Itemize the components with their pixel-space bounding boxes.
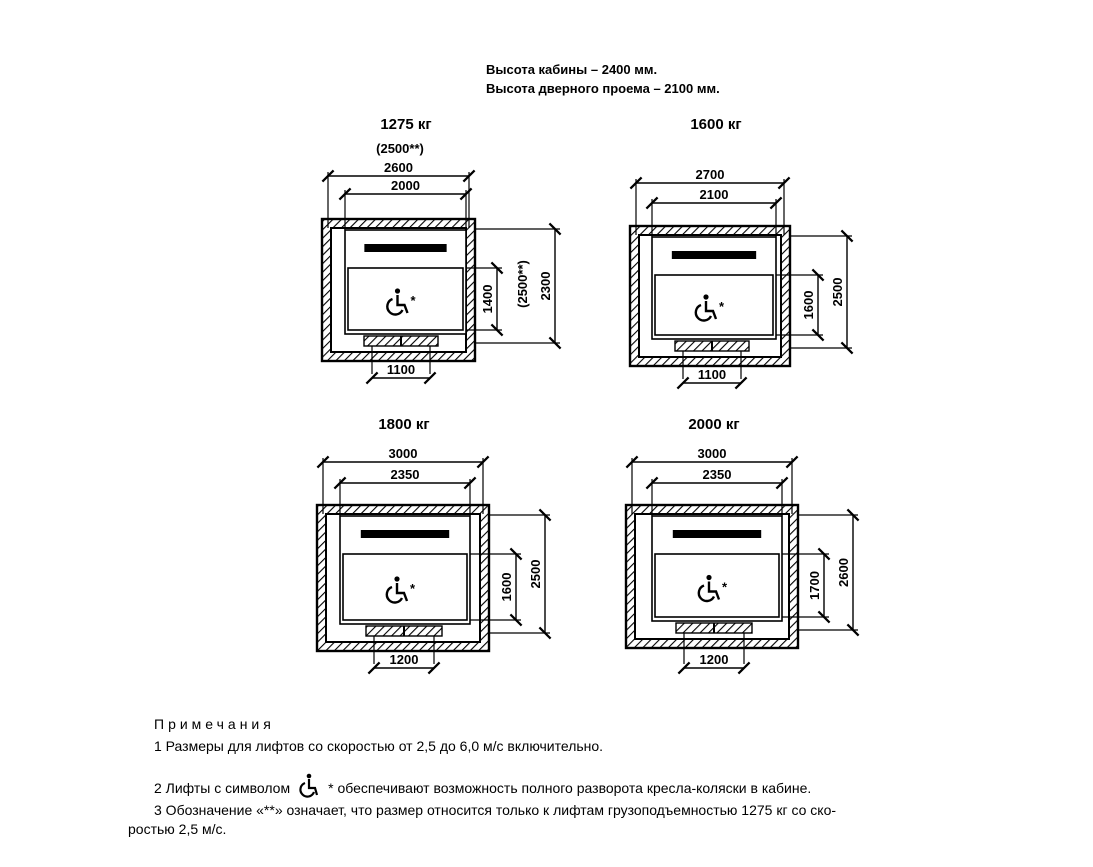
width-inner-label: 2100 — [700, 187, 729, 202]
counterweight-bar — [672, 530, 762, 538]
door-width-label: 1100 — [387, 362, 415, 377]
door-width-label: 1200 — [700, 652, 729, 667]
depth-outer-label: 2600 — [836, 558, 851, 587]
depth-outer-label: 2500 — [528, 560, 543, 589]
notes-heading: Примечания — [154, 716, 275, 732]
door-width-label: 1200 — [390, 652, 419, 667]
counterweight-bar — [364, 244, 447, 252]
lift-plan-2000: 2000 кг * 3000 2350 1200 1700 2600 — [624, 416, 860, 675]
lift-plan-1275: 1275 кг (2500**) * 2600 2000 1100 1400 2300 (250… — [320, 116, 562, 385]
wheelchair-mark: * — [722, 580, 728, 595]
note-2-text-after: обеспечивают возможность полного разворо… — [337, 780, 812, 796]
wheelchair-icon: * — [697, 574, 728, 603]
note-2-text-before: 2 Лифты с символом — [154, 780, 291, 796]
note-3-continued: ростью 2,5 м/с. — [128, 821, 227, 837]
counterweight-bar — [360, 530, 450, 538]
width-outer-label: 3000 — [389, 446, 418, 461]
width-outer-label: 3000 — [698, 446, 727, 461]
wheelchair-icon: * — [694, 294, 725, 322]
plan-title: 1600 кг — [690, 116, 741, 133]
door-height-note: Высота дверного проема – 2100 мм. — [486, 81, 720, 96]
depth-inner-label: 1400 — [480, 285, 495, 314]
wheelchair-mark: * — [411, 293, 417, 308]
plan-title: 1800 кг — [378, 416, 429, 433]
width-inner-label: 2350 — [703, 467, 732, 482]
note-3: 3 Обозначение «**» означает, что размер … — [154, 802, 837, 818]
depth-alt-label: (2500**) — [515, 260, 530, 308]
counterweight-bar — [671, 251, 757, 259]
depth-inner-label: 1700 — [807, 571, 822, 600]
wheelchair-icon: * — [386, 288, 417, 316]
alt-width-label: (2500**) — [376, 141, 424, 156]
lift-plan-1800: 1800 кг * 3000 2350 1200 1600 2500 — [315, 416, 552, 675]
width-outer-label: 2700 — [696, 167, 725, 182]
width-inner-label: 2350 — [391, 467, 420, 482]
depth-inner-label: 1600 — [801, 291, 816, 320]
wheelchair-mark: * — [410, 581, 416, 596]
wheelchair-icon: * — [385, 576, 416, 604]
wheelchair-icon — [296, 773, 324, 804]
note-2: 2 Лифты с символом * обеспечивают возможн… — [154, 773, 811, 804]
width-outer-label: 2600 — [384, 160, 413, 175]
cabin-floor — [654, 553, 780, 618]
cabin-floor — [347, 267, 464, 331]
depth-outer-label: 2300 — [538, 272, 553, 301]
depth-outer-label: 2500 — [830, 278, 845, 307]
note-1: 1 Размеры для лифтов со скоростью от 2,5… — [154, 738, 604, 754]
plan-title: 2000 кг — [688, 416, 739, 433]
plan-title: 1275 кг — [380, 116, 431, 133]
lift-plan-1600: 1600 кг * 2700 2100 1100 1600 2500 — [628, 116, 854, 390]
width-inner-label: 2000 — [391, 178, 420, 193]
depth-inner-label: 1600 — [499, 573, 514, 602]
note-2-mark: * — [328, 780, 334, 796]
wheelchair-mark: * — [719, 299, 725, 314]
cabin-height-note: Высота кабины – 2400 мм. — [486, 62, 657, 77]
cabin-floor — [654, 274, 774, 336]
door-width-label: 1100 — [698, 367, 726, 382]
cabin-floor — [342, 553, 468, 621]
lift-plans-drawing: Высота кабины – 2400 мм. Высота дверного… — [315, 62, 860, 675]
